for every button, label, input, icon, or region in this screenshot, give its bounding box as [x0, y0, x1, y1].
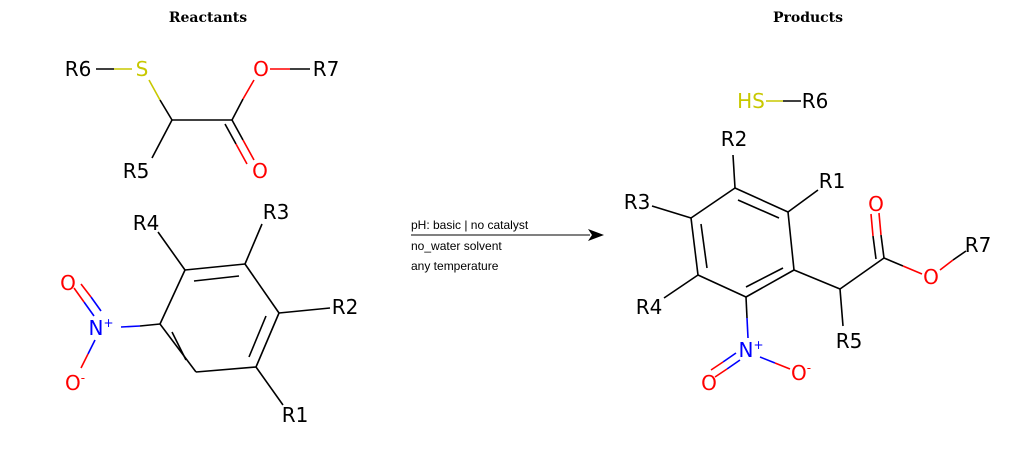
product-nitroarene-ester — [651, 154, 967, 378]
p-bond-ring-n-b — [746, 317, 749, 339]
condition-ph-catalyst: pH: basic | no catalyst — [411, 218, 529, 232]
bond-ring-r3 — [244, 223, 263, 265]
p-bond-n-oleft-1b — [714, 368, 728, 378]
label-oxygen-ester-product: O — [923, 265, 939, 289]
label-r2-product: R2 — [721, 127, 748, 151]
p-ring-bond-2 — [787, 211, 795, 271]
ring-bond-5 — [159, 323, 197, 373]
p-bond-n-oleft-1a — [726, 359, 741, 370]
reactant-nitroarene — [73, 223, 331, 406]
ring-inner-bond-3 — [171, 331, 187, 361]
bond-n-obottom-b — [80, 353, 89, 369]
bond-ring-r1 — [255, 366, 284, 406]
label-r1-product: R1 — [819, 169, 846, 193]
bond-n-otop-2a — [90, 296, 102, 312]
label-r5: R5 — [123, 159, 150, 183]
p-bond-carbonyl-2b — [870, 213, 874, 237]
condition-temperature: any temperature — [411, 259, 499, 273]
ring-bond-3 — [255, 312, 280, 368]
label-sulfur: S — [136, 57, 149, 81]
bond-c-oester-b — [242, 79, 255, 100]
p-ring-bond-4 — [697, 274, 747, 298]
bond-carbonyl-1a — [231, 119, 244, 141]
bond-n-otop-1b — [73, 287, 85, 303]
bond-s-c-b — [159, 99, 173, 121]
p-bond-n-oleft-2a — [722, 352, 737, 363]
p-bond-o-r7-b — [952, 250, 967, 261]
p-bond-ring-r1 — [787, 189, 819, 213]
label-r3: R3 — [263, 200, 290, 224]
p-ring-inner-1 — [737, 199, 780, 219]
bond-n-obottom-a — [87, 339, 96, 355]
label-oxygen-nitro-right: O- — [791, 361, 811, 385]
ring-bond-6 — [159, 269, 186, 325]
p-bond-ring-r4 — [663, 274, 699, 299]
p-ring-inner-2 — [745, 267, 784, 288]
p-bond-n-oright-b — [774, 362, 791, 370]
p-ring-bond-6 — [690, 187, 736, 219]
label-hs: HS — [737, 89, 765, 113]
label-r5-product: R5 — [836, 329, 863, 353]
label-nitrogen: N+ — [88, 316, 113, 340]
bond-s-c-a — [148, 79, 161, 101]
bond-carbonyl-2a — [224, 123, 237, 145]
reactant-thioether-ester — [96, 68, 310, 165]
p-bond-carbonyl-1a — [880, 234, 885, 259]
p-bond-ring-r2 — [732, 154, 736, 189]
label-r4-product: R4 — [636, 295, 663, 319]
ring-inner-bond-2 — [248, 315, 267, 358]
label-r4: R4 — [133, 211, 160, 235]
bond-ring-r2 — [278, 307, 331, 314]
p-bond-c-oester-b — [902, 265, 923, 275]
p-bond-ring-ch — [793, 269, 841, 290]
bond-carbonyl-2b — [235, 143, 248, 165]
p-bond-ring-r3 — [651, 205, 692, 219]
bond-carbonyl-1b — [242, 139, 255, 161]
bond-ring-n-b — [120, 325, 141, 328]
bond-c-oester-a — [231, 98, 244, 121]
bond-c-r5 — [151, 119, 173, 159]
bond-n-otop-1a — [83, 301, 95, 317]
ring-bond-4 — [195, 366, 257, 373]
label-oxygen-carbonyl: O — [252, 159, 268, 183]
label-r1: R1 — [282, 403, 309, 427]
label-oxygen-carbonyl-product: O — [868, 192, 884, 216]
p-bond-carbonyl-1b — [878, 212, 882, 236]
label-r2: R2 — [332, 295, 359, 319]
label-oxygen-nitro-bottom: O- — [65, 371, 85, 395]
ring-bond-2 — [244, 263, 280, 314]
label-oxygen-ester: O — [253, 57, 269, 81]
label-r6-product: R6 — [802, 89, 829, 113]
label-r6: R6 — [65, 57, 92, 81]
label-r7: R7 — [313, 57, 340, 81]
p-bond-ring-n-a — [745, 296, 748, 319]
ring-bond-1 — [184, 263, 246, 271]
p-ring-bond-1 — [734, 187, 789, 213]
p-bond-c-oester-a — [883, 257, 904, 267]
label-oxygen-nitro-left: O — [701, 371, 717, 395]
reactants-header: Reactants — [169, 10, 247, 26]
p-ring-bond-5 — [690, 217, 699, 276]
bond-n-otop-2b — [80, 283, 92, 298]
bond-ring-n-a — [139, 323, 161, 327]
reaction-arrow-head — [588, 229, 604, 241]
p-bond-o-r7-a — [939, 259, 954, 271]
p-bond-n-oright-a — [759, 356, 776, 364]
condition-solvent: no_water solvent — [411, 239, 502, 253]
p-ring-inner-3 — [700, 223, 708, 269]
p-bond-carbonyl-2a — [872, 235, 877, 260]
ring-inner-bond-1 — [193, 275, 240, 282]
p-bond-ch-c — [839, 257, 885, 290]
label-r7-product: R7 — [965, 233, 992, 257]
label-r3-product: R3 — [624, 190, 651, 214]
products-header: Products — [773, 10, 843, 26]
p-bond-ch-r5 — [839, 288, 844, 327]
p-bond-n-oleft-2b — [710, 361, 724, 371]
p-ring-bond-3 — [745, 269, 795, 298]
bond-ring-r4 — [157, 231, 186, 271]
label-oxygen-nitro-top: O — [60, 271, 76, 295]
label-nitrogen-product: N+ — [738, 338, 763, 362]
